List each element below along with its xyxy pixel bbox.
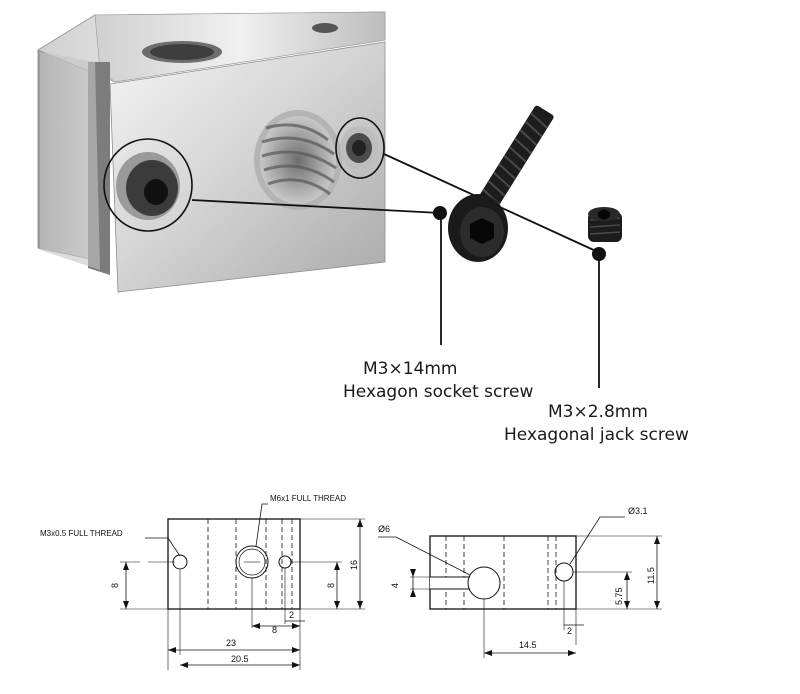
socket-screw-leader-line <box>191 199 441 214</box>
m3-hole-front <box>172 554 188 570</box>
dia31-hole-side <box>554 562 574 582</box>
jack-screw-callout: M3×2.8mm Hexagonal jack screw <box>504 401 689 447</box>
front-height-total-label: 16 <box>349 560 359 570</box>
front-height-left-label: 8 <box>110 583 120 588</box>
dimension-drawing: M3x0.5 FULL THREAD M6x1 FULL THREAD Ø6 Ø… <box>40 494 662 670</box>
front-len205-label: 20.5 <box>231 654 249 664</box>
side-view-outline <box>429 535 577 610</box>
right-hole-highlight-circle <box>335 117 385 179</box>
side-len145-label: 14.5 <box>519 640 537 650</box>
socket-screw-callout: M3×14mm Hexagon socket screw <box>343 358 533 404</box>
heater-block-illustration <box>37 11 622 388</box>
hex-jack-screw <box>588 207 622 242</box>
front-view-outline <box>167 518 301 610</box>
front-gap-label: 2 <box>289 610 294 620</box>
m3-thread-note: M3x0.5 FULL THREAD <box>40 529 123 538</box>
dia6-note: Ø6 <box>378 524 390 534</box>
technical-drawing: M3x0.5 FULL THREAD M6x1 FULL THREAD Ø6 Ø… <box>0 480 800 689</box>
hex-socket-screw <box>448 105 554 262</box>
jack-screw-name: Hexagonal jack screw <box>504 425 689 445</box>
product-illustration: M3×14mm Hexagon socket screw M3×2.8mm He… <box>37 11 689 447</box>
dia31-note: Ø3.1 <box>628 506 648 516</box>
front-height-center-label: 8 <box>326 583 336 588</box>
side-slot-label: 4 <box>390 583 400 588</box>
front-offset-label: 8 <box>272 625 277 635</box>
small-hole-front <box>278 555 292 569</box>
side-height575-label: 5.75 <box>614 587 624 605</box>
side-gap-label: 2 <box>567 626 572 636</box>
left-screw-highlight-circle <box>103 138 193 232</box>
side-height115-label: 11.5 <box>646 567 656 584</box>
socket-screw-name: Hexagon socket screw <box>343 382 534 402</box>
socket-screw-size: M3×14mm <box>363 359 458 379</box>
aluminum-heater-block <box>37 11 386 293</box>
jack-screw-dot <box>592 247 606 261</box>
socket-screw-dot <box>433 206 447 220</box>
jack-screw-size: M3×2.8mm <box>548 402 648 422</box>
m6-thread-note: M6x1 FULL THREAD <box>270 494 346 503</box>
front-len23-label: 23 <box>226 638 236 648</box>
